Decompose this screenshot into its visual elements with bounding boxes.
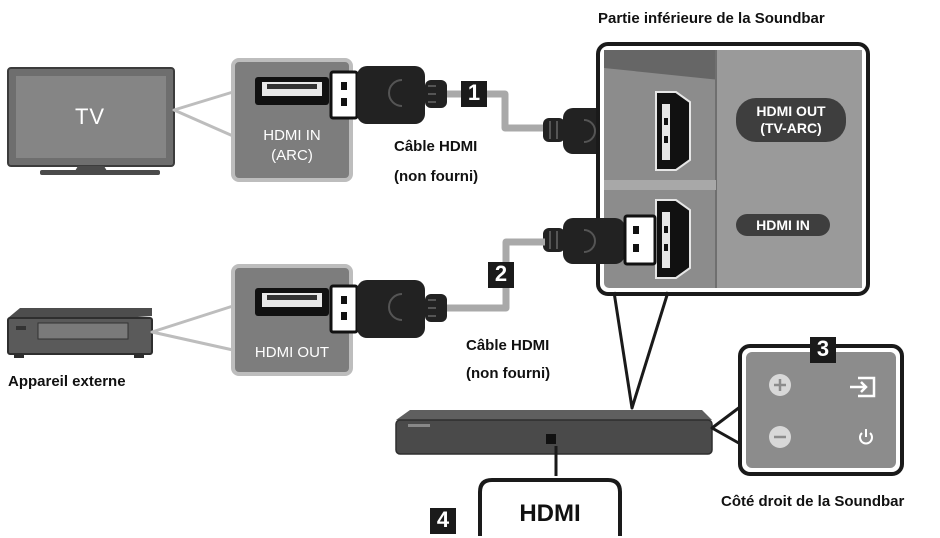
hdmi-port-icon [655, 91, 691, 171]
plus-icon [769, 374, 791, 396]
cable-1-label: Câble HDMI [394, 138, 478, 155]
minus-icon [769, 426, 791, 448]
step-4-badge: 4 [430, 508, 456, 534]
hdmi-plug-icon [329, 66, 447, 124]
external-device-caption: Appareil externe [8, 373, 126, 390]
tv-label: TV [74, 104, 106, 129]
tv-port-label: HDMI IN [263, 127, 321, 144]
hdmi-in-label: HDMI IN [756, 217, 810, 233]
soundbar-side-panel [746, 352, 896, 468]
display-text: HDMI [519, 500, 581, 527]
cable-1-note: (non fourni) [394, 168, 479, 185]
cable-2-label: Câble HDMI [466, 337, 550, 354]
step-1-badge: 1 [461, 81, 487, 107]
soundbar-bottom-caption: Partie inférieure de la Soundbar [598, 10, 825, 27]
power-icon [859, 429, 873, 445]
tv-icon [7, 67, 175, 175]
soundbar-icon [395, 410, 713, 455]
cable-2-note: (non fourni) [466, 365, 551, 382]
hdmi-port-icon [655, 199, 691, 279]
hdmi-out-tv-arc-sub-label: (TV-ARC) [760, 120, 822, 136]
hdmi-port-icon [255, 288, 329, 316]
soundbar-side-caption: Côté droit de la Soundbar [721, 493, 905, 510]
step-3-badge: 3 [810, 337, 836, 363]
hdmi-port-icon [255, 77, 329, 105]
step-2-badge: 2 [488, 262, 514, 288]
hdmi-out-tv-arc-label: HDMI OUT [756, 103, 826, 119]
device-port-label: HDMI OUT [254, 344, 330, 361]
external-device-icon [7, 308, 153, 358]
hdmi-plug-icon [543, 214, 657, 266]
tv-port-label-arc: (ARC) [271, 147, 313, 164]
source-input-icon [850, 376, 876, 398]
hdmi-plug-icon [329, 280, 447, 338]
